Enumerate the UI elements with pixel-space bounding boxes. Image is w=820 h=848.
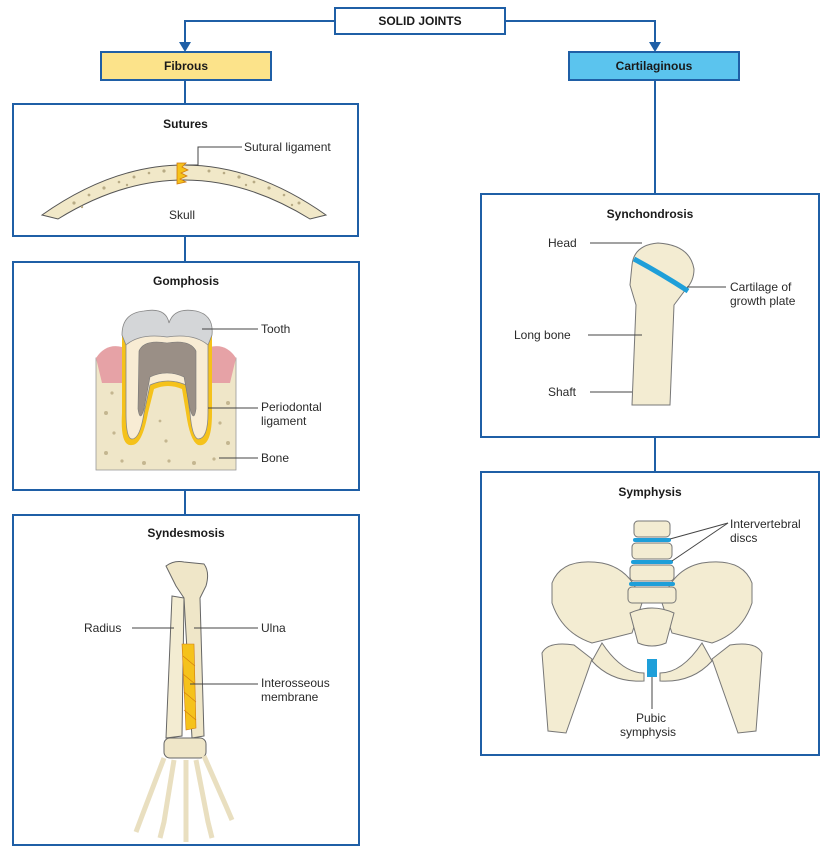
label-radius: Radius <box>84 621 121 635</box>
connector-root-cartilaginous <box>506 21 655 44</box>
label-periodontal-1: Periodontal <box>261 400 322 414</box>
root-title-box: SOLID JOINTS <box>334 7 506 35</box>
tooth-illustration <box>14 263 362 493</box>
panel-syndesmosis: Syndesmosis Radius Ulna Interosseous mem… <box>12 514 360 846</box>
label-shaft: Shaft <box>548 385 576 399</box>
panel-gomphosis: Gomphosis Tooth Periodontal ligament Bon… <box>12 261 360 491</box>
label-bone: Bone <box>261 451 289 465</box>
label-ulna: Ulna <box>261 621 286 635</box>
connector-root-fibrous <box>185 21 334 44</box>
panel-symphysis: Symphysis Intervertebral discs P <box>480 471 820 756</box>
label-pubic-2: symphysis <box>620 725 676 739</box>
panel-sutures: Sutures Sutural ligament Skull <box>12 103 359 237</box>
panel-synchondrosis: Synchondrosis Head Cartilage of growth p… <box>480 193 820 438</box>
label-interosseous-2: membrane <box>261 690 318 704</box>
category-fibrous: Fibrous <box>100 51 272 81</box>
category-cartilaginous: Cartilaginous <box>568 51 740 81</box>
label-cartilage-2: growth plate <box>730 294 795 308</box>
label-long-bone: Long bone <box>514 328 571 342</box>
label-cartilage-1: Cartilage of <box>730 280 791 294</box>
label-pubic-1: Pubic <box>636 711 666 725</box>
long-bone-illustration <box>482 195 820 440</box>
label-sutural-ligament: Sutural ligament <box>244 140 331 154</box>
label-skull: Skull <box>169 208 195 222</box>
label-periodontal-2: ligament <box>261 414 306 428</box>
label-intervertebral-2: discs <box>730 531 757 545</box>
label-intervertebral-1: Intervertebral <box>730 517 801 531</box>
label-tooth: Tooth <box>261 322 290 336</box>
label-head: Head <box>548 236 577 250</box>
label-interosseous-1: Interosseous <box>261 676 330 690</box>
